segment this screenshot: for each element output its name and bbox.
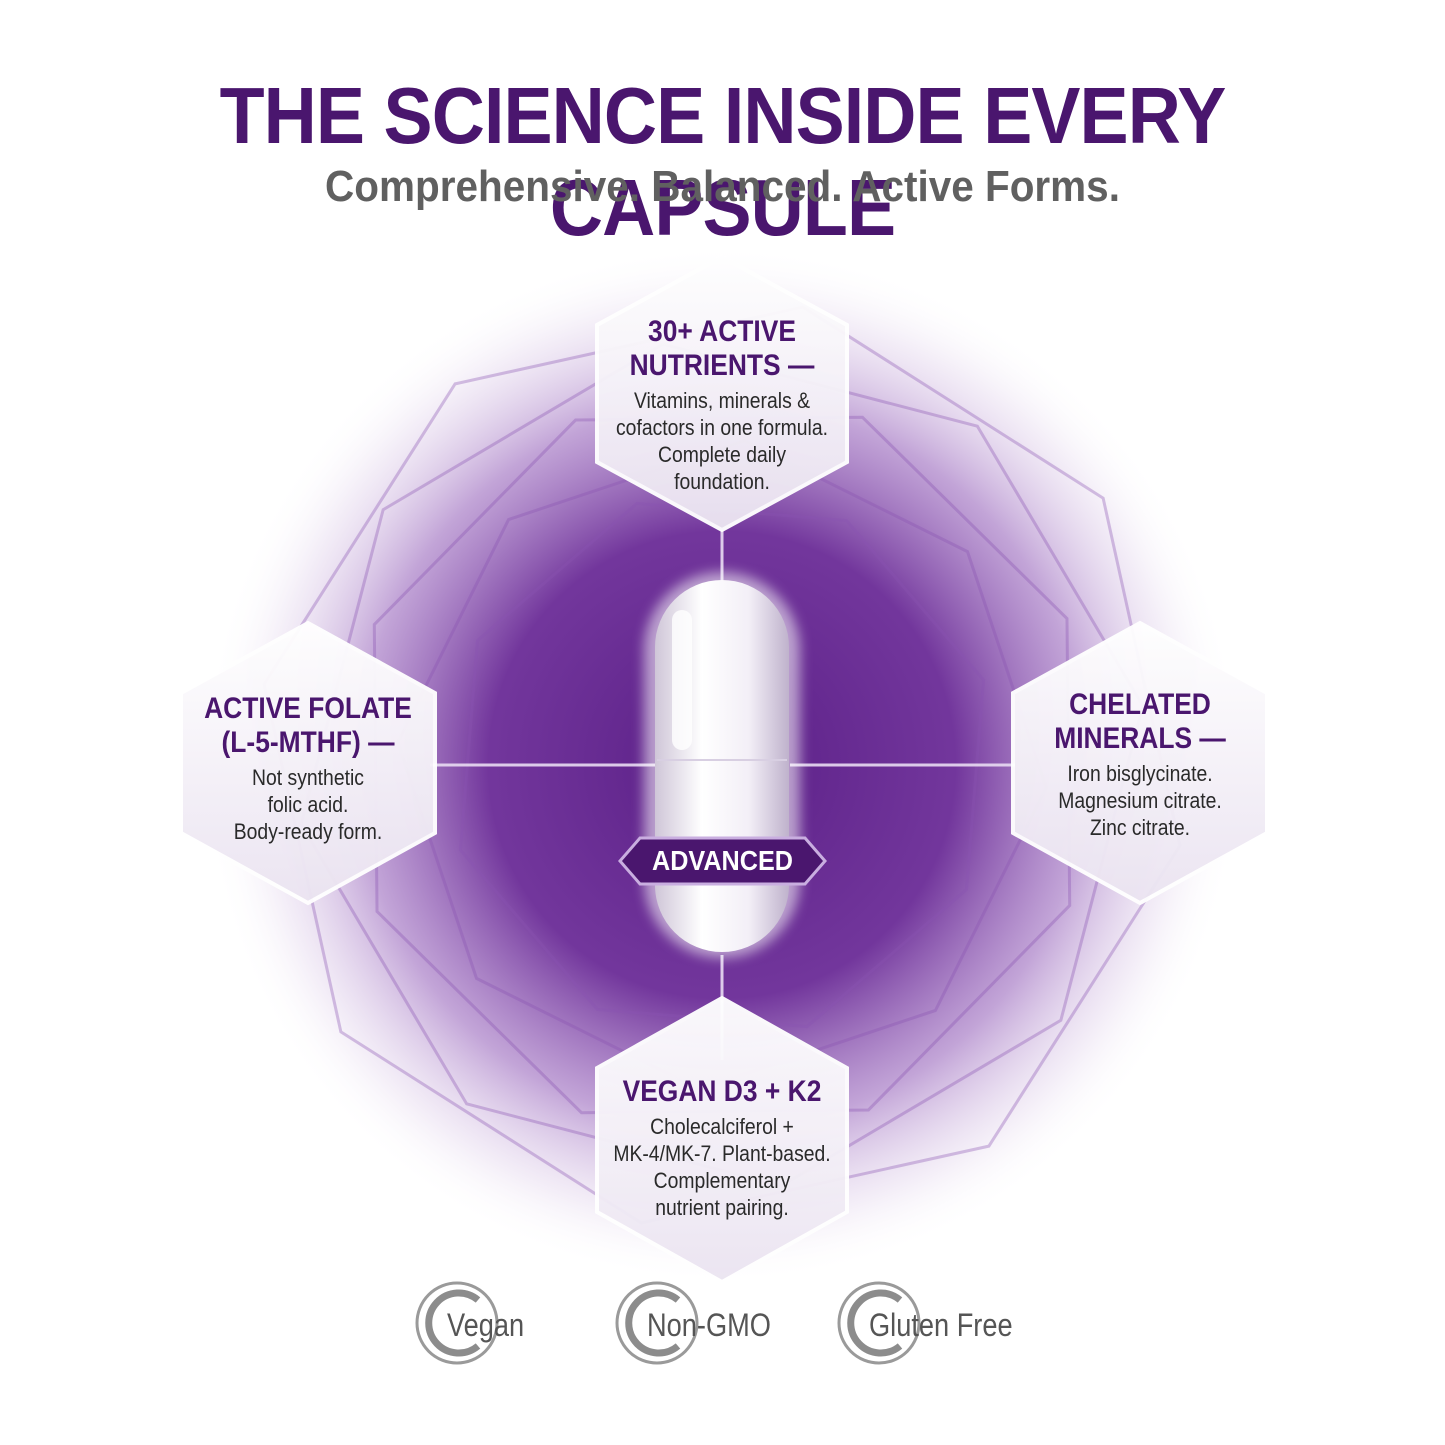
hexagon-left-body: Not synthetic folic acid. Body-ready for… — [196, 764, 420, 845]
hexagon-top-body-line: foundation. — [674, 469, 770, 494]
certification-icons — [415, 1281, 921, 1365]
hexagon-bottom-body: Cholecalciferol + MK-4/MK-7. Plant-based… — [612, 1113, 832, 1221]
hexagon-right: CHELATED MINERALS — Iron bisglycinate. M… — [1013, 688, 1267, 841]
hexagon-shapes — [179, 254, 1269, 1285]
hexagon-top-title-line: NUTRIENTS — — [629, 349, 815, 382]
hexagon-bottom-title: VEGAN D3 + K2 — [612, 1075, 832, 1109]
page-subtitle: Comprehensive. Balanced. Active Forms. — [325, 162, 1120, 211]
cert-gluten-free-label: Gluten Free — [869, 1307, 1013, 1343]
hexagon-top-body-line: Vitamins, minerals & — [633, 388, 811, 413]
hexagon-left-title-line: ACTIVE FOLATE — [204, 692, 412, 725]
capsule-graphic — [644, 572, 800, 958]
hexagon-left-title: ACTIVE FOLATE (L-5-MTHF) — — [196, 692, 420, 760]
hexagon-right-body-line: Magnesium citrate. — [1058, 788, 1222, 813]
cert-non-gmo: Non-GMO — [617, 1285, 817, 1365]
hexagon-bottom-body-line: Cholecalciferol + — [650, 1114, 794, 1139]
hexagon-left: ACTIVE FOLATE (L-5-MTHF) — Not synthetic… — [181, 692, 435, 845]
hexagon-left-body-line: folic acid. — [267, 792, 349, 817]
hexagon-bottom: VEGAN D3 + K2 Cholecalciferol + MK-4/MK-… — [597, 1075, 847, 1221]
hexagon-left-body-line: Not synthetic — [252, 765, 364, 790]
page-title: THE SCIENCE INSIDE EVERY CAPSULE — [219, 71, 1227, 252]
hexagon-left-title-line: (L-5-MTHF) — — [221, 726, 395, 759]
hexagon-right-title: CHELATED MINERALS — — [1028, 688, 1252, 756]
hexagon-top-body-line: Complete daily — [657, 442, 787, 467]
cert-vegan: Vegan — [417, 1285, 557, 1365]
hexagon-top: 30+ ACTIVE NUTRIENTS — Vitamins, mineral… — [597, 315, 847, 495]
advanced-badge — [618, 836, 827, 886]
hexagon-bottom-title-line: VEGAN D3 + K2 — [622, 1075, 822, 1108]
cert-gluten-free: Gluten Free — [839, 1285, 1059, 1365]
cert-non-gmo-label: Non-GMO — [647, 1307, 771, 1343]
hexagon-right-body: Iron bisglycinate. Magnesium citrate. Zi… — [1028, 760, 1252, 841]
hexagon-bottom-body-line: nutrient pairing. — [655, 1195, 789, 1220]
hexagon-top-body: Vitamins, minerals & cofactors in one fo… — [612, 387, 832, 495]
hexagon-top-body-line: cofactors in one formula. — [616, 415, 828, 440]
hexagon-bottom-body-line: Complementary — [653, 1168, 791, 1193]
hexagon-top-title-line: 30+ ACTIVE — [648, 315, 796, 348]
hexagon-right-title-line: CHELATED — [1069, 688, 1211, 721]
hexagon-top-title: 30+ ACTIVE NUTRIENTS — — [612, 315, 832, 383]
hexagon-right-body-line: Zinc citrate. — [1089, 815, 1191, 840]
hexagon-left-body-line: Body-ready form. — [233, 819, 383, 844]
hexagon-right-title-line: MINERALS — — [1054, 722, 1226, 755]
hexagon-bottom-body-line: MK-4/MK-7. Plant-based. — [613, 1141, 831, 1166]
cert-vegan-label: Vegan — [447, 1307, 525, 1343]
hexagon-right-body-line: Iron bisglycinate. — [1067, 761, 1213, 786]
advanced-badge-label: ADVANCED — [652, 845, 793, 876]
